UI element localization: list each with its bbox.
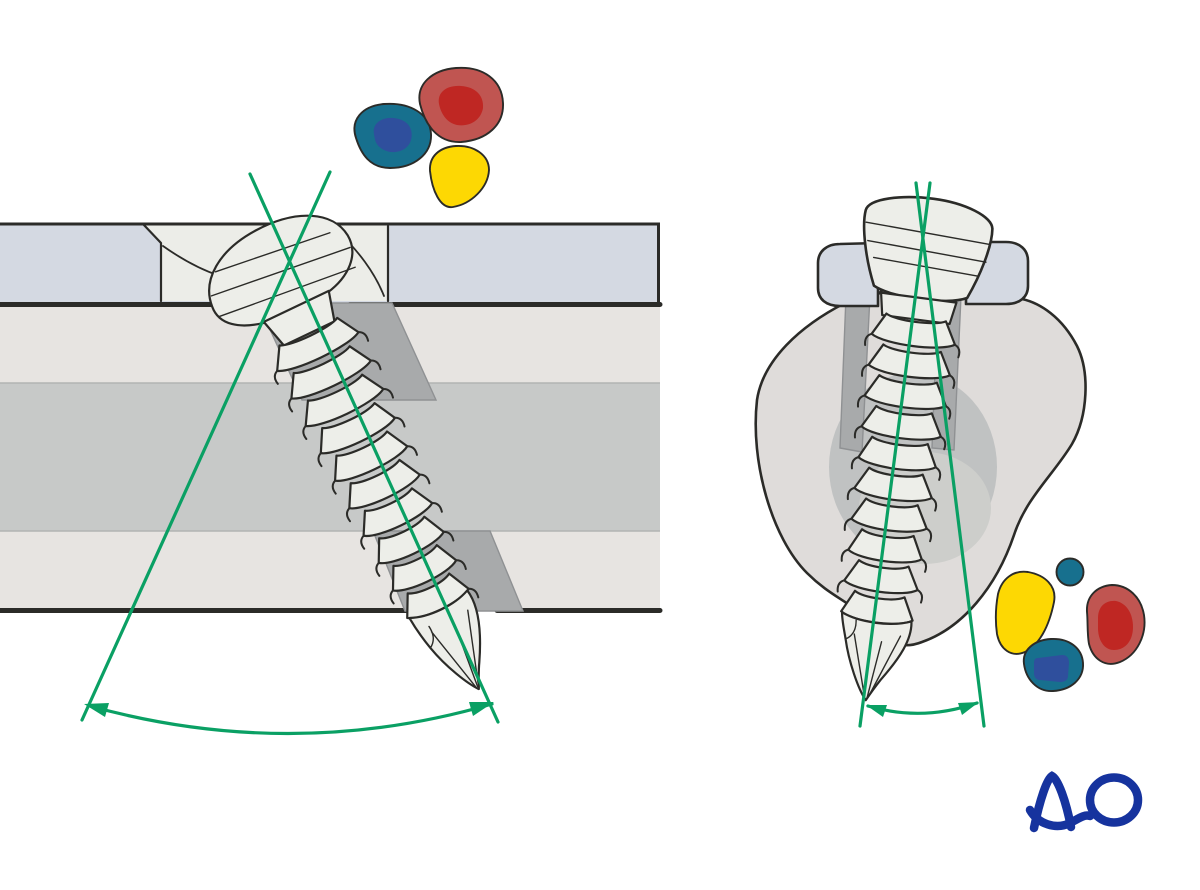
screw-left [208, 214, 482, 691]
arc-arrowhead-right [958, 702, 979, 715]
screw-left-threads [273, 316, 480, 620]
teal-dot-marker [1055, 557, 1085, 587]
screw-axis-line [248, 172, 500, 724]
screw-right [836, 195, 994, 702]
ao-logo-swoosh [1025, 805, 1095, 831]
ao-logo-letter-o [1085, 773, 1143, 827]
plate-countersink-left-edge [141, 222, 163, 303]
red-marker-core [438, 85, 484, 126]
plate-left-segment [816, 241, 880, 308]
right-panel-axial-view [754, 181, 1087, 728]
teal-marker-core [373, 117, 412, 153]
screw-right-threads [836, 312, 961, 625]
far-cortex-band [0, 531, 660, 608]
screw-right-tip-flutes [844, 619, 902, 699]
thread-tips-right [357, 331, 480, 599]
orientation-markers-top [353, 66, 504, 208]
thread-tips-right [916, 343, 961, 604]
thread-tips-left [273, 369, 395, 605]
red-marker-core [1098, 600, 1133, 650]
angle-limit-line [80, 170, 332, 722]
arc-arrowhead-left [866, 705, 887, 717]
left-panel-side-view [0, 170, 663, 736]
ao-logo [1025, 771, 1143, 833]
ao-logo-letter-a [1029, 771, 1076, 833]
angle-arc [88, 702, 494, 736]
screw-left-tip-flutes [428, 609, 479, 688]
yellow-marker [429, 145, 490, 208]
orientation-markers-right [994, 557, 1146, 692]
arc-arrowhead-left [84, 703, 109, 717]
arc-arrowhead-right [469, 702, 494, 716]
screw-axis-line-right [858, 181, 932, 728]
teal-marker-core [1034, 655, 1069, 682]
angle-annotation-right [858, 181, 986, 728]
angle-annotation-left [80, 170, 500, 736]
screw-left-head [208, 214, 354, 327]
thread-tips-left [836, 332, 873, 593]
angle-limit-line-right [914, 181, 986, 728]
screw-left-head-slot-lines [210, 232, 356, 318]
yellow-marker [994, 570, 1056, 655]
